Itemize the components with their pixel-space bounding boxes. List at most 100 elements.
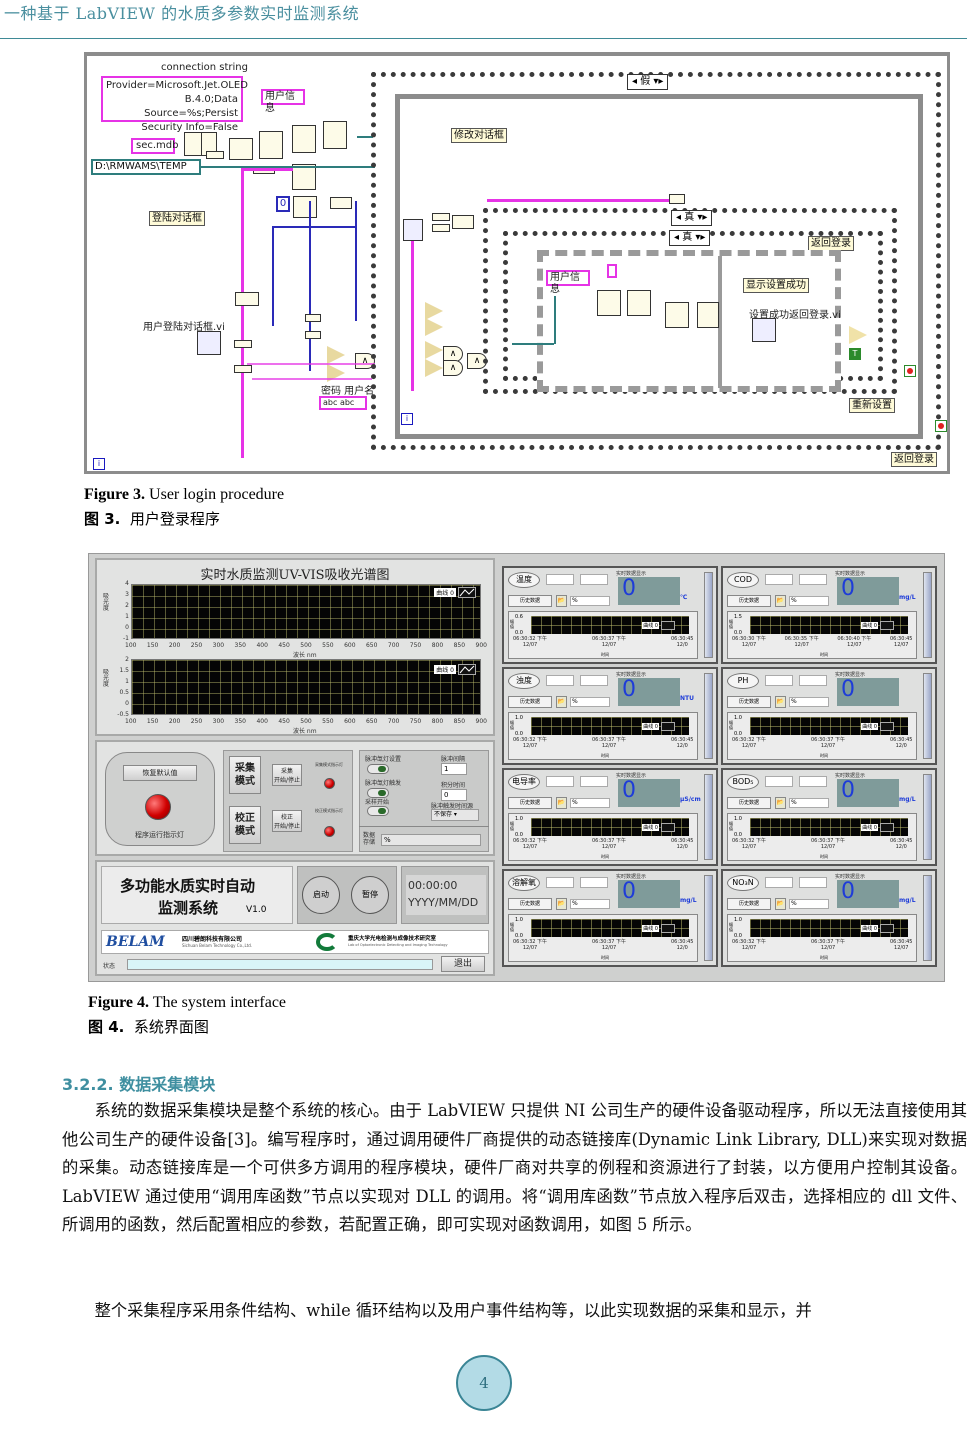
history-path-field[interactable]: %: [570, 697, 610, 707]
realtime-display-label: 实时数据显示: [835, 672, 866, 678]
storage-path-field[interactable]: %: [381, 834, 481, 846]
folder-icon[interactable]: 📂: [775, 797, 786, 809]
history-data-button[interactable]: 历史数据: [727, 797, 771, 809]
sensor-scrollbar[interactable]: [923, 774, 932, 860]
sensor-field-2[interactable]: [580, 877, 608, 888]
history-data-button[interactable]: 历史数据: [508, 797, 552, 809]
case-selector-false[interactable]: ◂ 假 ▾▸: [627, 74, 669, 90]
sensor-field-1[interactable]: [765, 877, 793, 888]
to-string-node: [206, 151, 224, 159]
sensor-name-button[interactable]: BOD₅: [727, 774, 759, 790]
sensor-field-2[interactable]: [799, 675, 827, 686]
x-tick-label: 100: [125, 642, 137, 649]
folder-icon[interactable]: 📂: [556, 595, 567, 607]
x-tick-label: 200: [168, 642, 181, 649]
history-data-button[interactable]: 历史数据: [508, 595, 552, 607]
sensor-scrollbar[interactable]: [923, 875, 932, 961]
sensor-name-button[interactable]: NO₃N: [727, 875, 759, 891]
sensor-field-2[interactable]: [799, 574, 827, 585]
folder-icon[interactable]: 📂: [556, 898, 567, 910]
figure-3-label-cn: 图 3.: [84, 510, 121, 528]
sensor-scrollbar[interactable]: [923, 572, 932, 658]
calibrate-mode-led: [324, 826, 335, 837]
folder-icon[interactable]: 📂: [775, 898, 786, 910]
sensor-field-2[interactable]: [799, 877, 827, 888]
history-data-button[interactable]: 历史数据: [508, 898, 552, 910]
sensor-field-1[interactable]: [546, 574, 574, 585]
history-path-field[interactable]: %: [789, 596, 829, 606]
sensor-scrollbar[interactable]: [704, 673, 713, 759]
calibrate-start-stop-button[interactable]: 校正 开始/停止: [272, 810, 302, 832]
integration-time-field[interactable]: 0: [441, 789, 467, 801]
sensor-name-button[interactable]: PH: [727, 673, 759, 689]
start-button[interactable]: 启动: [302, 876, 340, 914]
history-data-button[interactable]: 历史数据: [727, 595, 771, 607]
sensor-scrollbar[interactable]: [704, 572, 713, 658]
sensor-value: 0: [841, 576, 855, 601]
y-tick-label: 0.0: [734, 731, 742, 737]
sensor-field-1[interactable]: [765, 776, 793, 787]
history-path-field[interactable]: %: [789, 899, 829, 909]
acquire-start-stop-button[interactable]: 采集 开始/停止: [272, 764, 302, 786]
sampling-start-switch[interactable]: [367, 806, 389, 816]
sensor-scrollbar[interactable]: [923, 673, 932, 759]
ref-wire: [200, 166, 375, 168]
history-path-field[interactable]: %: [570, 899, 610, 909]
sensor-name-button[interactable]: 浊度: [508, 673, 540, 689]
history-data-button[interactable]: 历史数据: [727, 696, 771, 708]
sensor-name-button[interactable]: 温度: [508, 572, 540, 588]
sensor-field-2[interactable]: [580, 675, 608, 686]
sensor-field-1[interactable]: [546, 877, 574, 888]
string-wire: [487, 199, 672, 202]
history-data-button[interactable]: 历史数据: [727, 898, 771, 910]
sensor-field-2[interactable]: [580, 574, 608, 585]
folder-icon[interactable]: 📂: [775, 595, 786, 607]
folder-icon[interactable]: 📂: [556, 696, 567, 708]
sequence-frame-divider: [718, 256, 722, 388]
acquire-mode-led: [324, 778, 335, 789]
x-tick-label: 250: [190, 718, 203, 725]
xenon-lamp-setting-switch[interactable]: [367, 764, 389, 774]
sensor-value: 0: [622, 576, 636, 601]
history-path-field[interactable]: %: [789, 697, 829, 707]
pause-button[interactable]: 暂停: [351, 876, 389, 914]
sensor-field-1[interactable]: [546, 776, 574, 787]
trigger-source-select[interactable]: 不保存 ▾: [431, 809, 479, 821]
exit-button[interactable]: 退出: [441, 956, 485, 972]
sensor-scrollbar[interactable]: [704, 774, 713, 860]
history-path-field[interactable]: %: [570, 596, 610, 606]
equal-comparator-icon: [425, 359, 443, 377]
restore-default-button[interactable]: 恢复默认值: [123, 765, 197, 781]
x-tick-label: 500: [300, 718, 312, 725]
sensor-field-1[interactable]: [765, 675, 793, 686]
run-indicator-label: 程序运行指示灯: [135, 831, 184, 839]
case-selector-true-1[interactable]: ◂ 真 ▾▸: [671, 210, 713, 226]
x-tick-label: 350: [234, 642, 246, 649]
folder-icon[interactable]: 📂: [556, 797, 567, 809]
xenon-lamp-trigger-switch[interactable]: [367, 788, 389, 798]
calibrate-mode-button[interactable]: 校正 模式: [229, 806, 261, 844]
y-axis-label: 幅值: [729, 821, 733, 831]
login-vi-label: 用户登陆对话框.vi: [143, 322, 225, 333]
history-data-button[interactable]: 历史数据: [508, 696, 552, 708]
x-tick-label: 06:30:45 12/0: [890, 737, 913, 749]
sensor-scrollbar[interactable]: [704, 875, 713, 961]
history-path-field[interactable]: %: [570, 798, 610, 808]
acquire-mode-button[interactable]: 采集 模式: [229, 756, 261, 794]
db-path-constant: D:\RMWAMS\TEMP: [91, 159, 201, 175]
history-path-field[interactable]: %: [789, 798, 829, 808]
sensor-field-2[interactable]: [580, 776, 608, 787]
sensor-name-button[interactable]: COD: [727, 572, 759, 588]
sensor-field-1[interactable]: [546, 675, 574, 686]
sensor-name-button[interactable]: 电导率: [508, 774, 540, 790]
folder-icon[interactable]: 📂: [775, 696, 786, 708]
sensor-name-button[interactable]: 溶解氧: [508, 875, 540, 891]
loop-iteration-terminal: i: [93, 458, 105, 470]
modify-dialog-label: 修改对话框: [451, 128, 507, 143]
sensor-field-2[interactable]: [799, 776, 827, 787]
interval-field[interactable]: 1: [441, 763, 467, 775]
case-selector-true-2[interactable]: ◂ 真 ▾▸: [669, 230, 711, 246]
sensor-field-1[interactable]: [765, 574, 793, 585]
login-dialog-label: 登陆对话框: [149, 211, 205, 226]
